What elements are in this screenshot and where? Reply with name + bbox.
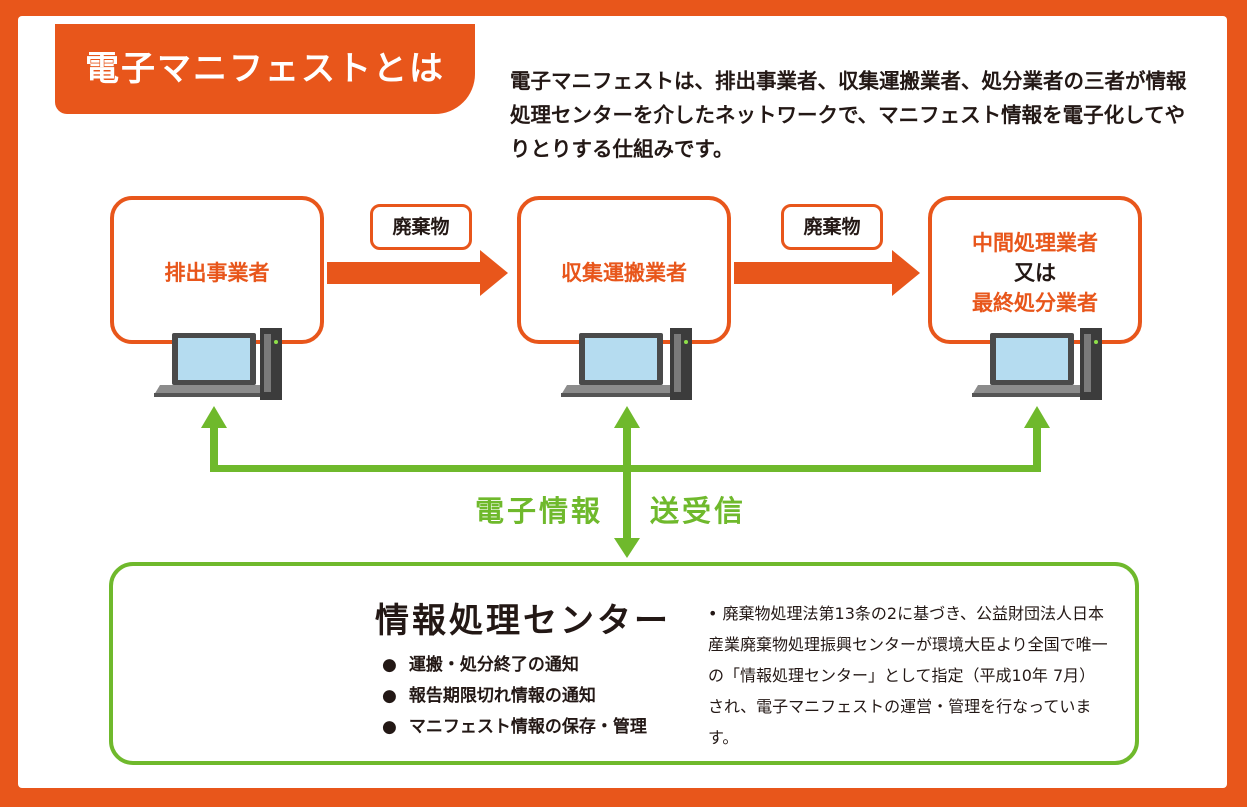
feature-item: 運搬・処分終了の通知 [382, 650, 647, 681]
node-emitter-label: 排出事業者 [164, 261, 270, 285]
feature-item: マニフェスト情報の保存・管理 [382, 712, 647, 743]
center-title: 情報処理センター [375, 601, 671, 641]
comm-label-left: 電子情報 [475, 494, 604, 528]
feature-item: 報告期限切れ情報の通知 [382, 681, 647, 712]
node-transporter: 収集運搬業者 [517, 196, 731, 344]
processor-line-3: 最終処分業者 [972, 291, 1098, 315]
waste-label-2: 廃棄物 [781, 204, 883, 250]
feature-list: 運搬・処分終了の通知 報告期限切れ情報の通知 マニフェスト情報の保存・管理 [382, 650, 647, 743]
intro-text: 電子マニフェストは、排出事業者、収集運搬業者、処分業者の三者が情報処理センターを… [510, 69, 1187, 161]
arrow-transporter-to-processor [734, 250, 920, 296]
page-title: 電子マニフェストとは [55, 24, 475, 114]
arrow-emitter-to-transporter [327, 250, 508, 296]
comm-label-right: 送受信 [650, 494, 747, 528]
computer-icon-emitter [154, 328, 282, 400]
node-processor-label: 中間処理業者 又は 最終処分業者 [932, 228, 1138, 318]
waste-label-1: 廃棄物 [370, 204, 472, 250]
center-description: • 廃棄物処理法第13条の2に基づき、公益財団法人日本産業廃棄物処理振興センター… [708, 604, 1108, 747]
computer-icon-processor [972, 328, 1102, 400]
network-lines [201, 406, 1050, 558]
computer-icon-transporter [561, 328, 692, 400]
node-transporter-label: 収集運搬業者 [561, 261, 687, 285]
processor-line-2: 又は [1014, 261, 1056, 285]
processor-line-1: 中間処理業者 [972, 231, 1098, 255]
